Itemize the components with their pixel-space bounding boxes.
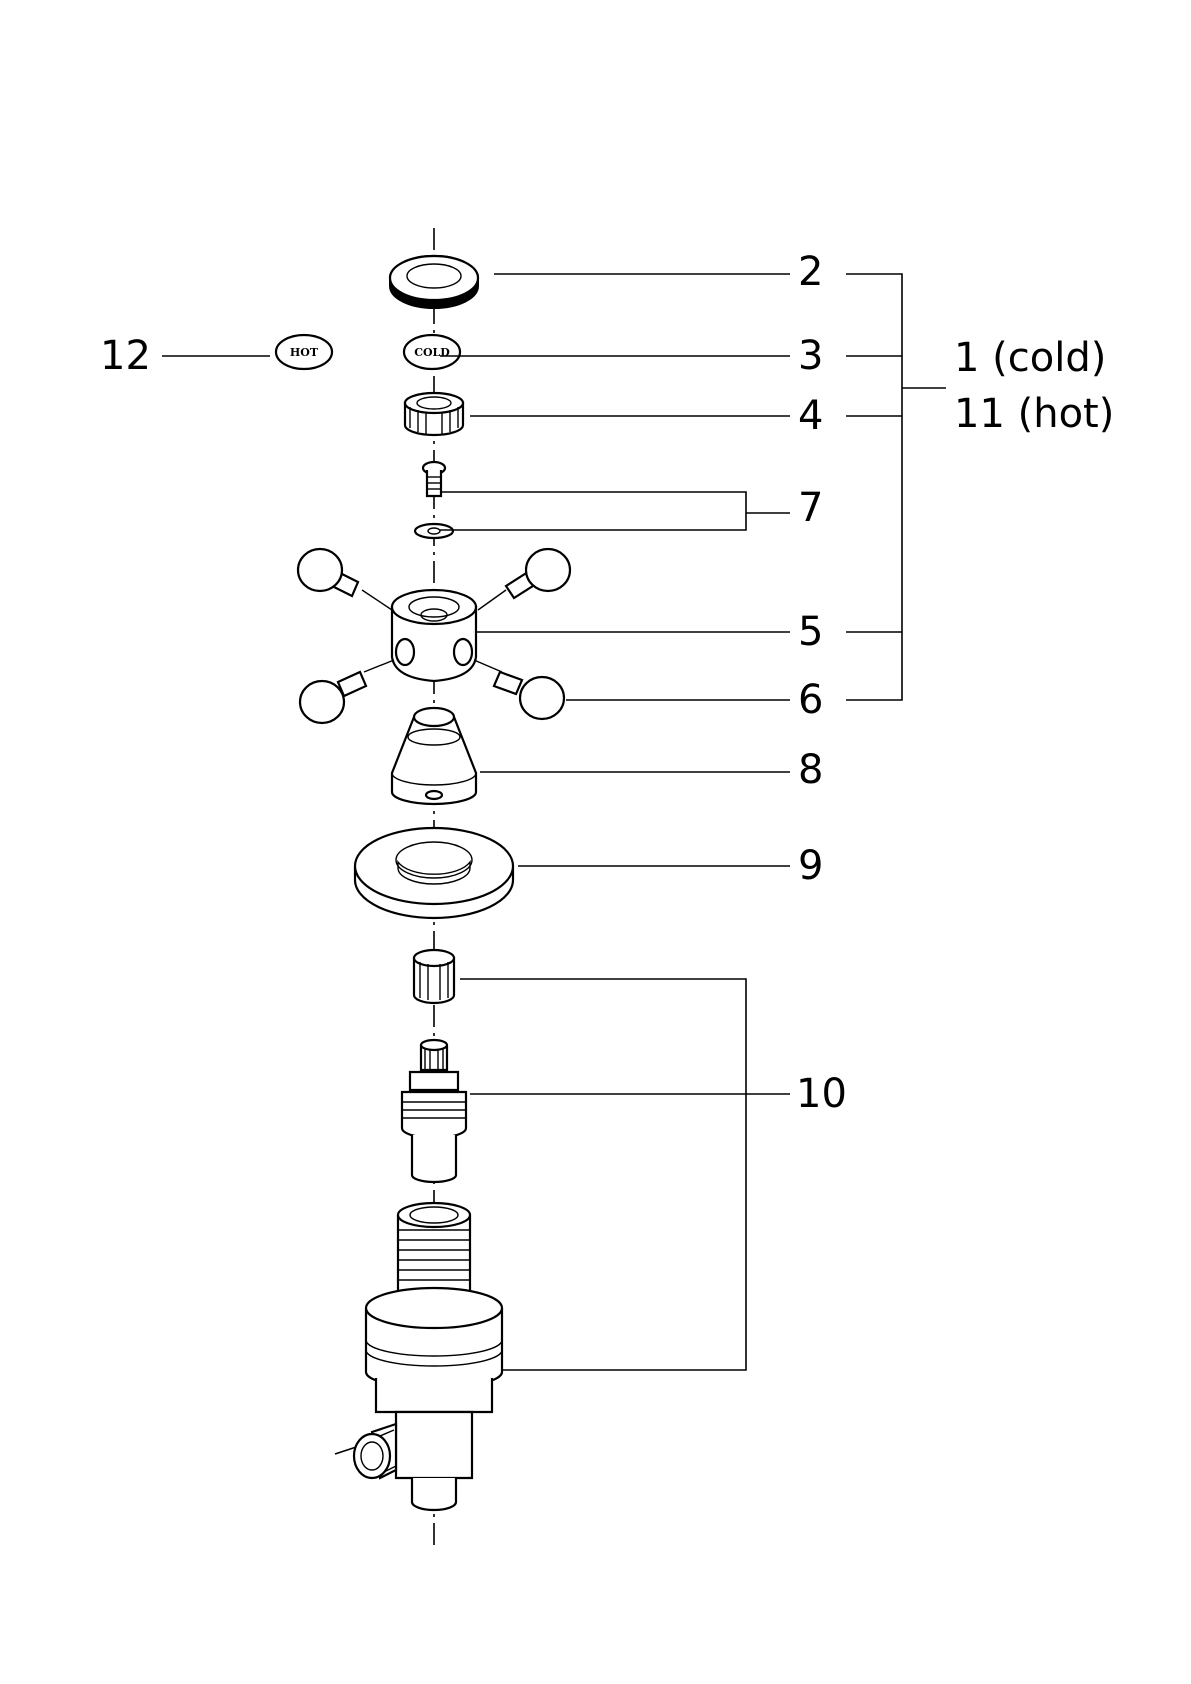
cold-cap-label: COLD [414,346,450,359]
part-7-screw-and-washer [413,460,455,540]
callout-6: 6 [798,677,824,723]
callout-9: 9 [798,843,824,889]
callout-1-qualifier: (cold) [992,335,1107,381]
callout-8: 8 [798,747,824,793]
callout-1-number: 1 [954,335,980,381]
callout-4: 4 [798,393,824,439]
callout-2: 2 [798,249,824,295]
callout-5: 5 [798,609,824,655]
part-5-cross-handle-hub [390,588,478,683]
callout-11-qualifier: (hot) [1017,391,1115,437]
spoke-upper-right [504,547,572,600]
spoke-lower-left [298,670,368,725]
part-6-handle-spokes [296,547,572,725]
valve-cartridge [400,1038,468,1184]
valve-body [352,1201,504,1512]
callout-10: 10 [796,1071,847,1117]
part-10-valve-assembly [352,948,504,1512]
part-9-escutcheon-rosette [353,826,515,920]
callout-1-cold: 1 (cold) [954,338,1106,378]
spoke-upper-left [296,547,360,598]
leader-lines [162,273,946,1371]
part-4-splined-nut [403,391,465,437]
part-8-conical-sleeve [390,706,478,806]
callout-3: 3 [798,333,824,379]
spoke-lower-right [492,670,566,721]
hot-cap-label: HOT [290,346,319,359]
callout-7: 7 [798,485,824,531]
part-2-ring-cover [388,254,480,309]
callout-11-number: 11 [954,391,1005,437]
part-12-hot-indicator-cap: HOT [274,333,334,371]
callout-12: 12 [100,333,151,379]
part-3-cold-indicator-cap: COLD [402,333,462,371]
splined-adapter [412,948,456,1005]
callout-11-hot: 11 (hot) [954,394,1114,434]
